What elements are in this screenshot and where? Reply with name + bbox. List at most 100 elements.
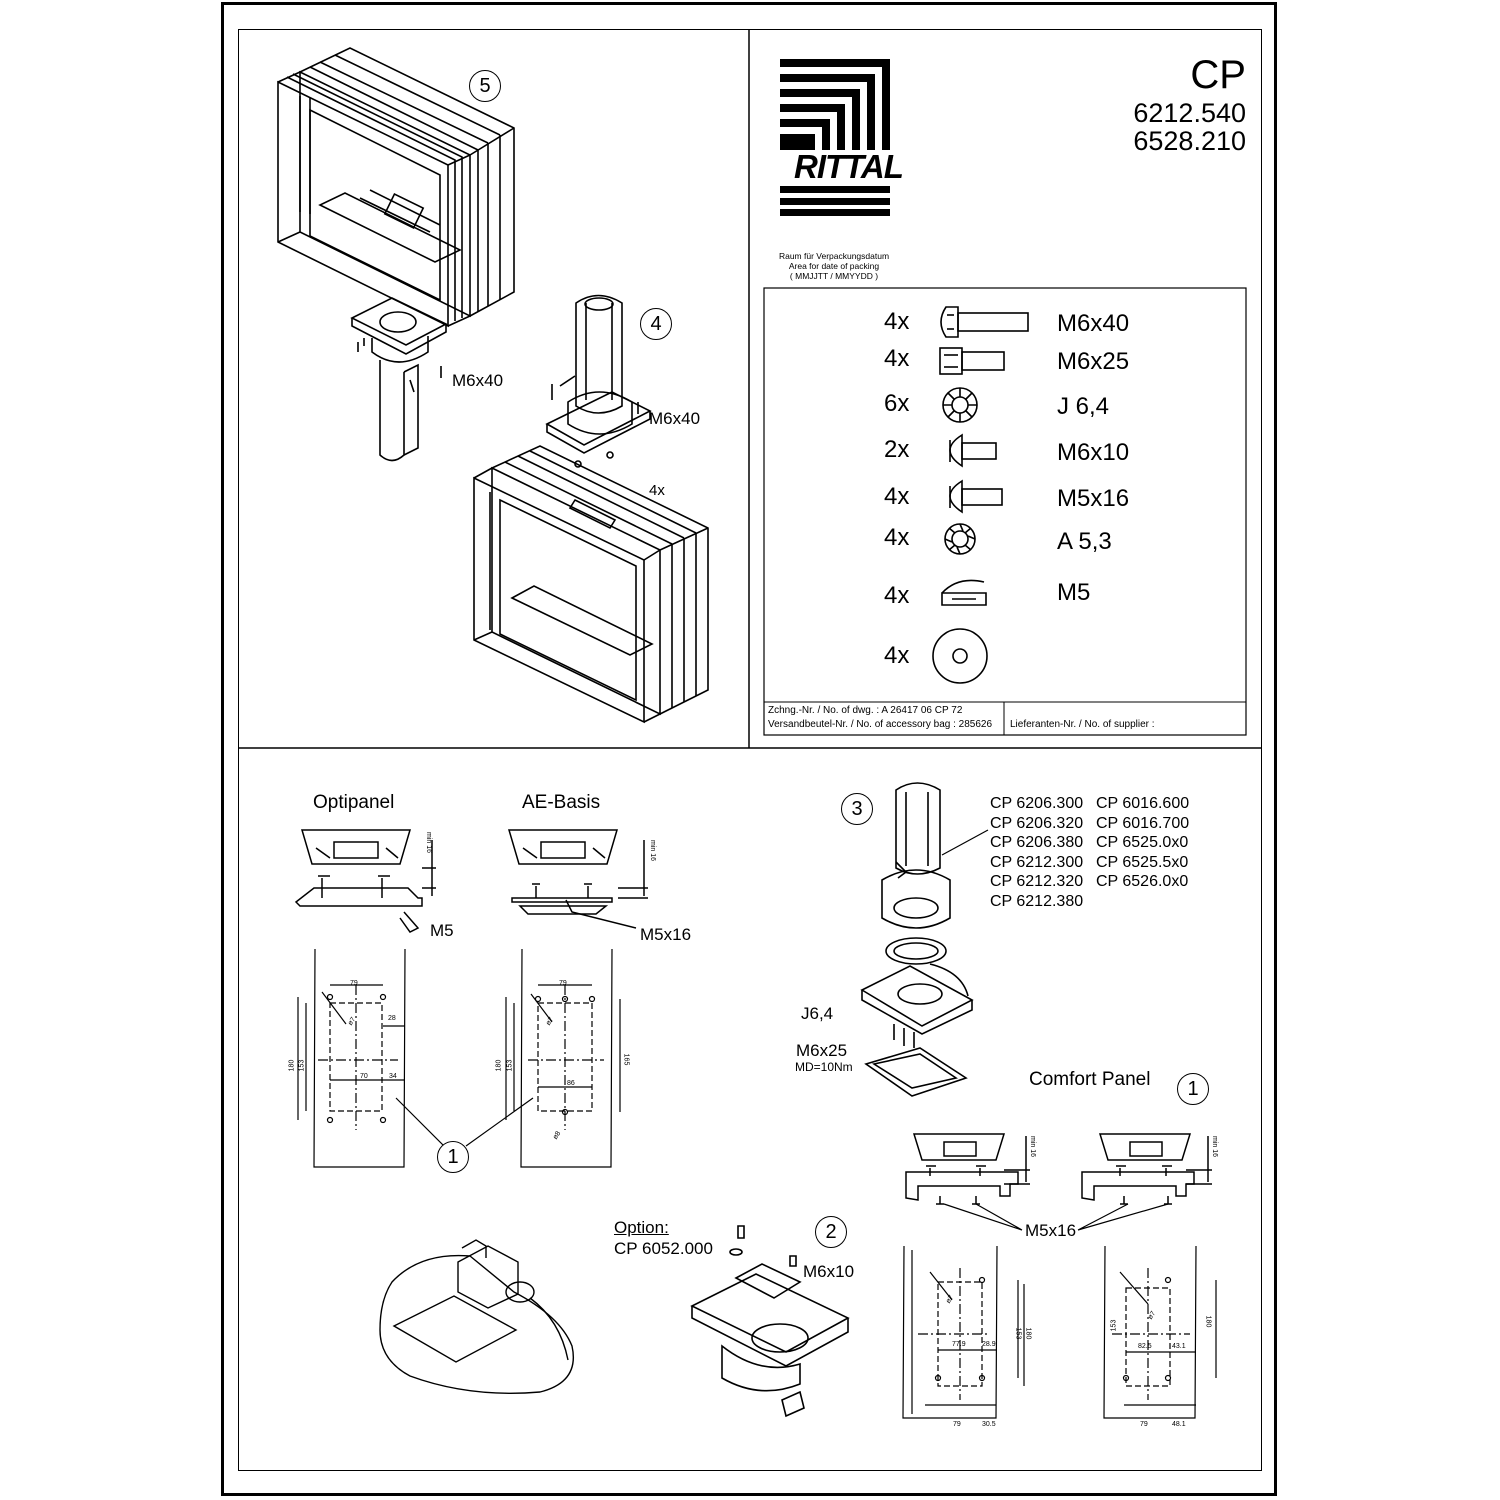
compat-item: CP 6212.380	[990, 892, 1084, 910]
compat-item: CP 6525.0x0	[1096, 834, 1189, 852]
accessory-bag-number: Versandbeutel-Nr. / No. of accessory bag…	[768, 719, 993, 730]
optipanel-heading: Optipanel	[313, 792, 395, 813]
compat-item: CP 6212.300	[990, 853, 1084, 871]
flat-washer-icon	[932, 628, 988, 684]
ae-basis-section	[507, 829, 648, 929]
option-mount-drawing	[690, 1225, 850, 1418]
column-base-drawing	[860, 782, 974, 1097]
part-number-1: 6212.540	[1133, 98, 1246, 128]
brand-name: RITTAL	[792, 148, 905, 185]
dim-comfort2-431: 43.1	[1172, 1343, 1186, 1350]
dim-ae-180: 180	[495, 1059, 503, 1072]
compat-item: CP 6016.700	[1096, 814, 1190, 832]
compat-item: CP 6016.600	[1096, 795, 1190, 812]
min16-label-comfort-2: min 16	[1211, 1136, 1218, 1158]
dim-opti-153: 153	[298, 1059, 306, 1072]
dim-opti-28: 28	[388, 1015, 396, 1022]
compat-item: CP 6206.300	[990, 795, 1084, 812]
dim-opti-79: 79	[350, 980, 358, 987]
part-spec-0: M6x40	[1057, 310, 1130, 337]
cage-nut-icon	[941, 579, 987, 606]
comfort-panel-cutout-1	[902, 1245, 1025, 1419]
compat-list-col2: CP 6016.600 CP 6016.700 CP 6525.0x0 CP 6…	[1096, 794, 1189, 892]
dim-comfort1-79: 79	[953, 1421, 961, 1428]
m6x25-label: M6x25	[796, 1041, 848, 1060]
leader-lines	[395, 1097, 534, 1147]
part-spec-1: M6x25	[1057, 348, 1130, 375]
part-qty-0: 4x	[884, 308, 910, 335]
dim-comfort2-825: 82.5	[1138, 1343, 1152, 1350]
compat-item: CP 6525.5x0	[1096, 853, 1189, 871]
enclosure-drawing-bottom	[473, 445, 709, 724]
dim-ae-86: 86	[567, 1080, 575, 1087]
min16-label-comfort-1: min 16	[1029, 1136, 1036, 1158]
column-foot-drawing	[545, 294, 652, 468]
dim-comfort1-305: 30.5	[982, 1421, 996, 1428]
dim-comfort2-180: 180	[1204, 1315, 1212, 1328]
m5-label: M5	[430, 921, 454, 940]
part-qty-5: 4x	[884, 524, 910, 551]
mount-adapter-drawing	[350, 297, 448, 462]
packing-note-de: Raum für Verpackungsdatum	[778, 251, 890, 261]
step-3-badge: 3	[841, 793, 873, 825]
toothed-lock-washer-icon	[944, 523, 976, 555]
comfort-panel-heading: Comfort Panel	[1029, 1069, 1151, 1090]
bolt-label-m6x40-a: M6x40	[452, 371, 504, 390]
step-4-badge: 4	[640, 308, 672, 340]
torque-label: MD=10Nm	[795, 1060, 853, 1074]
parts-list-box	[763, 287, 1247, 736]
part-spec-2: J 6,4	[1057, 393, 1110, 420]
part-spec-3: M6x10	[1057, 439, 1130, 466]
m5x16-label-comfort: M5x16	[1025, 1221, 1077, 1240]
ae-basis-heading: AE-Basis	[522, 792, 601, 813]
dim-opti-34: 34	[389, 1073, 397, 1080]
compat-item: CP 6526.0x0	[1096, 873, 1189, 891]
outer-border	[221, 2, 1277, 1496]
m5x16-leader-lines	[943, 1203, 1169, 1231]
dim-ae-153: 153	[506, 1059, 514, 1072]
part-qty-1: 4x	[884, 345, 910, 372]
optipanel-cutout	[297, 948, 406, 1168]
comfort-panel-section-1	[905, 1133, 1030, 1205]
dim-comfort2-481: 48.1	[1172, 1421, 1186, 1428]
inner-border	[238, 29, 1262, 1471]
part-qty-7: 4x	[884, 642, 910, 669]
pan-head-screw-icon	[949, 479, 1003, 514]
part-qty-2: 6x	[884, 390, 910, 417]
part-spec-6: M5	[1057, 579, 1091, 606]
compat-item: CP 6206.380	[990, 834, 1084, 852]
compat-list-col1: CP 6206.300 CP 6206.320 CP 6206.380 CP 6…	[990, 794, 1083, 912]
bolt-label-m6x40-b: M6x40	[649, 409, 701, 428]
part-number-2: 6528.210	[1133, 126, 1246, 156]
supplier-number: Lieferanten-Nr. / No. of supplier :	[1010, 719, 1155, 730]
panel-cutout-sketch	[379, 1239, 574, 1394]
rittal-logo-icon	[780, 59, 890, 216]
min16-label-ae: min 16	[649, 840, 656, 862]
part-spec-5: A 5,3	[1057, 528, 1112, 555]
enclosure-drawing-top	[277, 47, 515, 328]
packing-note-en: Area for date of packing	[788, 260, 880, 271]
m6x10-label: M6x10	[803, 1262, 855, 1281]
dim-comfort2-79: 79	[1140, 1421, 1148, 1428]
leader-line-compat	[941, 829, 989, 856]
comfort-panel-section-2	[1081, 1133, 1212, 1205]
cap-screw-icon	[939, 347, 1005, 375]
step-5-badge: 5	[469, 70, 501, 102]
compat-item: CP 6206.320	[990, 814, 1084, 832]
dim-comfort1-153: 153	[1014, 1327, 1022, 1340]
min16-label-opti: min 16	[425, 832, 432, 854]
serrated-washer-icon	[942, 387, 978, 423]
quantity-4x-label: 4x	[649, 482, 665, 499]
part-spec-4: M5x16	[1057, 485, 1130, 512]
hex-socket-bolt-icon	[940, 306, 1029, 338]
option-label: Option:	[614, 1218, 669, 1237]
part-qty-6: 4x	[884, 582, 910, 609]
packing-date-note: Raum für Verpackungsdatum Area for date …	[760, 251, 908, 281]
dim-comfort1-180: 180	[1024, 1327, 1032, 1340]
j64-label: J6,4	[801, 1004, 834, 1023]
drawing-number: Zchng.-Nr. / No. of dwg. : A 26417 06 CP…	[768, 705, 963, 716]
comfort-panel-cutout-2	[1103, 1245, 1217, 1419]
packing-note-format: ( MMJJTT / MMYYDD )	[789, 270, 879, 281]
dim-comfort2-153: 153	[1110, 1319, 1118, 1332]
